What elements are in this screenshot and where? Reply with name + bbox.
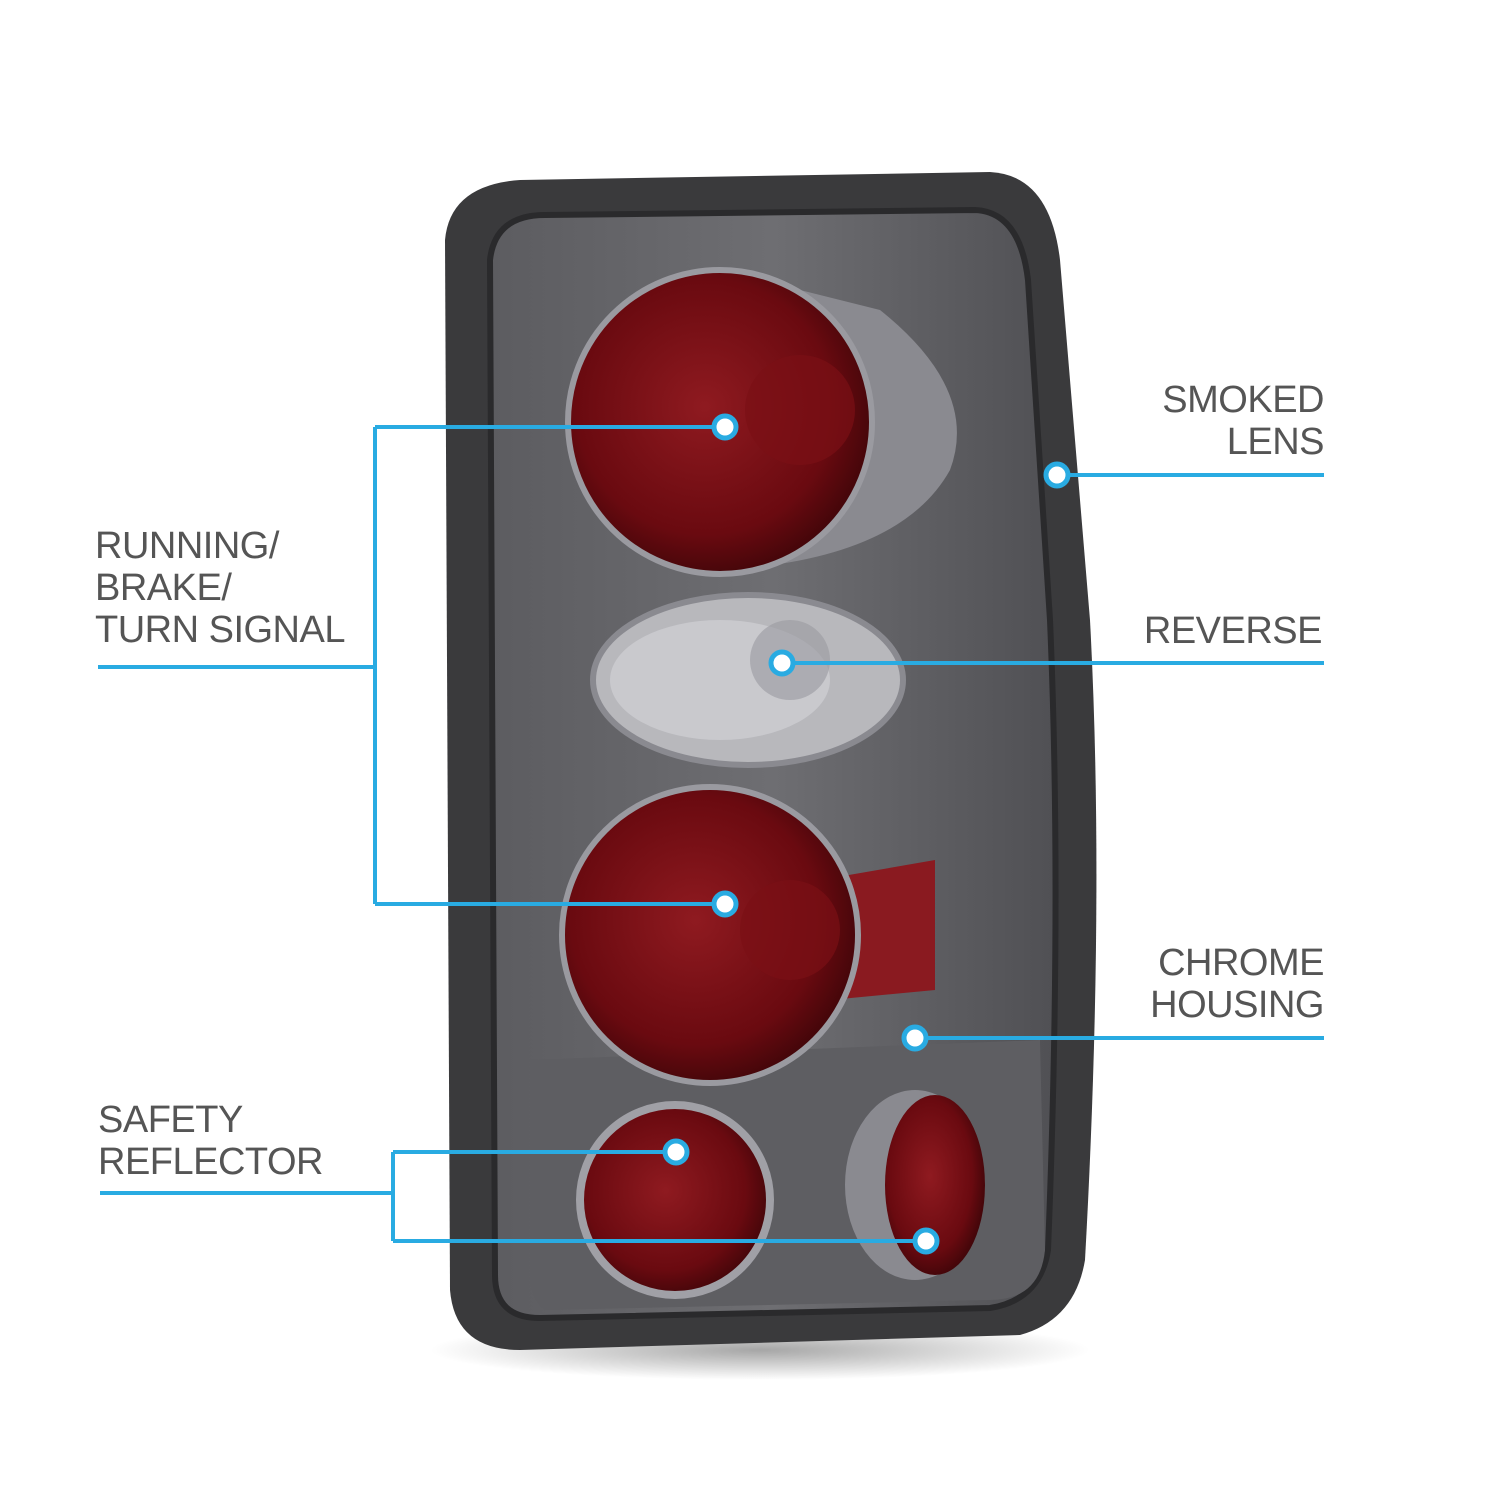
label-safety-reflector: SAFETY REFLECTOR (98, 1099, 323, 1183)
callout-dot (912, 1227, 940, 1255)
label-line: CHROME (1158, 942, 1324, 984)
callout-dot (768, 649, 796, 677)
label-line: TURN SIGNAL (95, 609, 345, 651)
callout-dot (662, 1138, 690, 1166)
callout-dots (662, 413, 1071, 1255)
label-smoked-lens: SMOKED LENS (1162, 379, 1324, 463)
label-line: REFLECTOR (98, 1141, 323, 1183)
label-chrome-housing: CHROME HOUSING (1150, 942, 1324, 1026)
callout-line-running (98, 425, 725, 906)
callout-dot (711, 890, 739, 918)
label-reverse: REVERSE (1143, 610, 1323, 652)
label-line: LENS (1226, 421, 1325, 463)
callout-dot (901, 1024, 929, 1052)
label-line: BRAKE/ (95, 567, 232, 609)
label-line: REVERSE (1143, 610, 1323, 652)
label-line: HOUSING (1150, 984, 1324, 1026)
reflector-left (576, 1101, 774, 1299)
label-line: SAFETY (98, 1099, 243, 1141)
callout-dot (1043, 461, 1071, 489)
label-line: RUNNING/ (95, 525, 279, 567)
callout-dot (711, 413, 739, 441)
callout-line-safety (100, 1150, 926, 1243)
label-running-brake-turn: RUNNING/ BRAKE/ TURN SIGNAL (95, 525, 345, 651)
lower-red-lamp (559, 784, 861, 1086)
label-line: SMOKED (1162, 379, 1324, 421)
callout-lines (98, 425, 1324, 1243)
